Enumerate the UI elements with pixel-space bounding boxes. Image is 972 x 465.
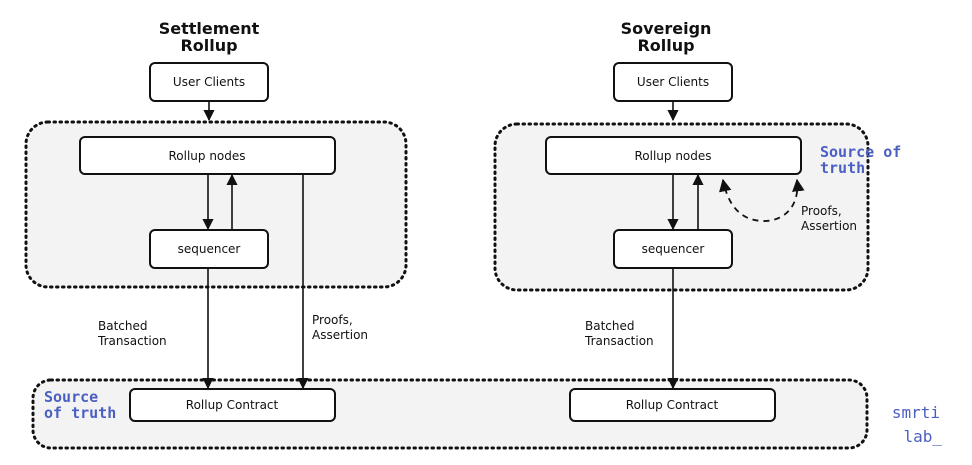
right-proofs-label-line2: Assertion xyxy=(801,219,857,233)
left-batched-label-line1: Batched xyxy=(98,319,148,333)
right-sequencer-label: sequencer xyxy=(642,242,705,256)
right-user-clients-label: User Clients xyxy=(637,75,709,89)
right-rollup-contract-label: Rollup Contract xyxy=(626,398,719,412)
brand-line1: smrti xyxy=(892,403,940,422)
right-rollup-nodes-label: Rollup nodes xyxy=(634,149,711,163)
left-rollup-contract-box xyxy=(129,388,336,422)
left-rollup-contract-label: Rollup Contract xyxy=(186,398,279,412)
left-proofs-label-line2: Assertion xyxy=(312,328,368,342)
bottom-source-of-truth-line1: Source xyxy=(44,388,98,406)
right-source-of-truth-line2: truth xyxy=(820,159,865,177)
left-title-line2: Rollup xyxy=(180,36,237,55)
left-batched-label-line2: Transaction xyxy=(97,334,167,348)
right-batched-label-line2: Transaction xyxy=(584,334,654,348)
left-user-clients-label: User Clients xyxy=(173,75,245,89)
left-rollup-nodes-label: Rollup nodes xyxy=(168,149,245,163)
right-source-of-truth-line1: Source of xyxy=(820,143,901,161)
right-proofs-loop-arrow xyxy=(719,178,805,222)
brand-line2: lab_ xyxy=(903,427,942,446)
right-title-line1: Sovereign xyxy=(621,19,712,38)
right-batched-label-line1: Batched xyxy=(585,319,635,333)
left-sequencer-label: sequencer xyxy=(178,242,241,256)
right-proofs-label-line1: Proofs, xyxy=(801,204,842,218)
right-title-line2: Rollup xyxy=(637,36,694,55)
bottom-source-of-truth-line2: of truth xyxy=(44,404,116,422)
left-proofs-label-line1: Proofs, xyxy=(312,313,353,327)
left-title-line1: Settlement xyxy=(159,19,260,38)
